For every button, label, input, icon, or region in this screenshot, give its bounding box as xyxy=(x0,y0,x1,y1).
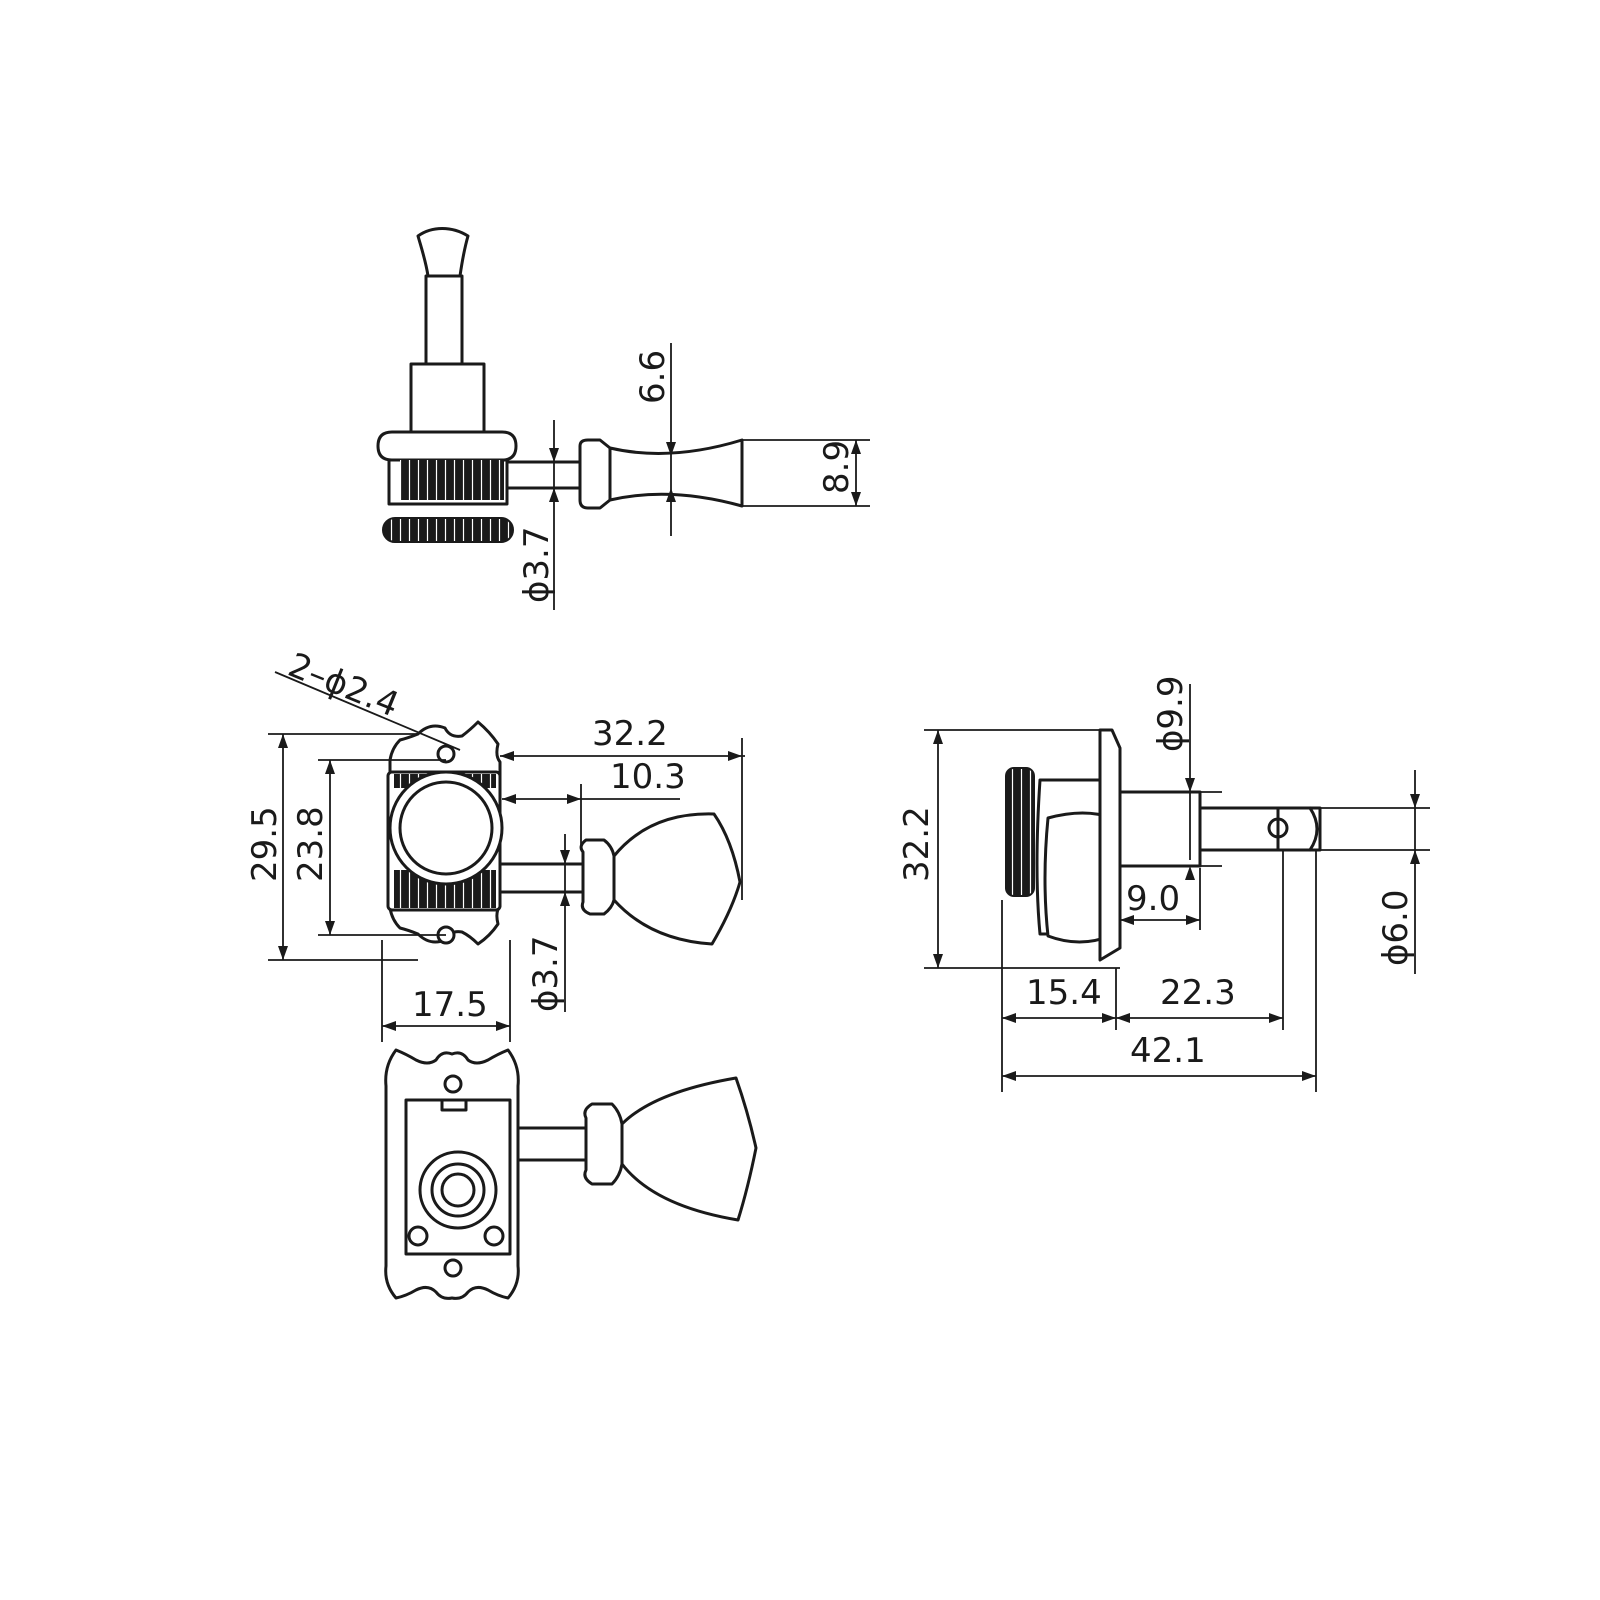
label-32-2-front: 32.2 xyxy=(592,714,668,754)
top-view xyxy=(376,227,744,543)
label-phi-9-9: ϕ9.9 xyxy=(1151,676,1191,753)
label-23-8: 23.8 xyxy=(291,806,331,882)
label-8-9: 8.9 xyxy=(817,440,857,494)
front-view xyxy=(386,720,742,946)
label-6-6: 6.6 xyxy=(633,350,673,404)
label-32-2-side: 32.2 xyxy=(897,806,937,882)
dimension-labels: 6.6 8.9 ϕ3.7 2–ϕ2.4 32.2 10.3 29.5 23.8 … xyxy=(245,350,1416,1071)
label-17-5: 17.5 xyxy=(412,985,488,1025)
label-29-5: 29.5 xyxy=(245,806,285,882)
dimension-lines xyxy=(268,343,1430,1092)
label-mount-holes: 2–ϕ2.4 xyxy=(283,645,405,725)
label-phi-3-7-front: ϕ3.7 xyxy=(526,936,566,1013)
label-10-3: 10.3 xyxy=(610,757,686,797)
label-15-4: 15.4 xyxy=(1026,973,1102,1013)
label-22-3: 22.3 xyxy=(1160,973,1236,1013)
label-42-1: 42.1 xyxy=(1130,1031,1206,1071)
side-view xyxy=(1005,728,1322,962)
back-view xyxy=(384,1048,758,1300)
label-phi-6-0: ϕ6.0 xyxy=(1376,890,1416,967)
label-9-0: 9.0 xyxy=(1126,879,1180,919)
label-phi-3-7-top: ϕ3.7 xyxy=(517,527,557,604)
